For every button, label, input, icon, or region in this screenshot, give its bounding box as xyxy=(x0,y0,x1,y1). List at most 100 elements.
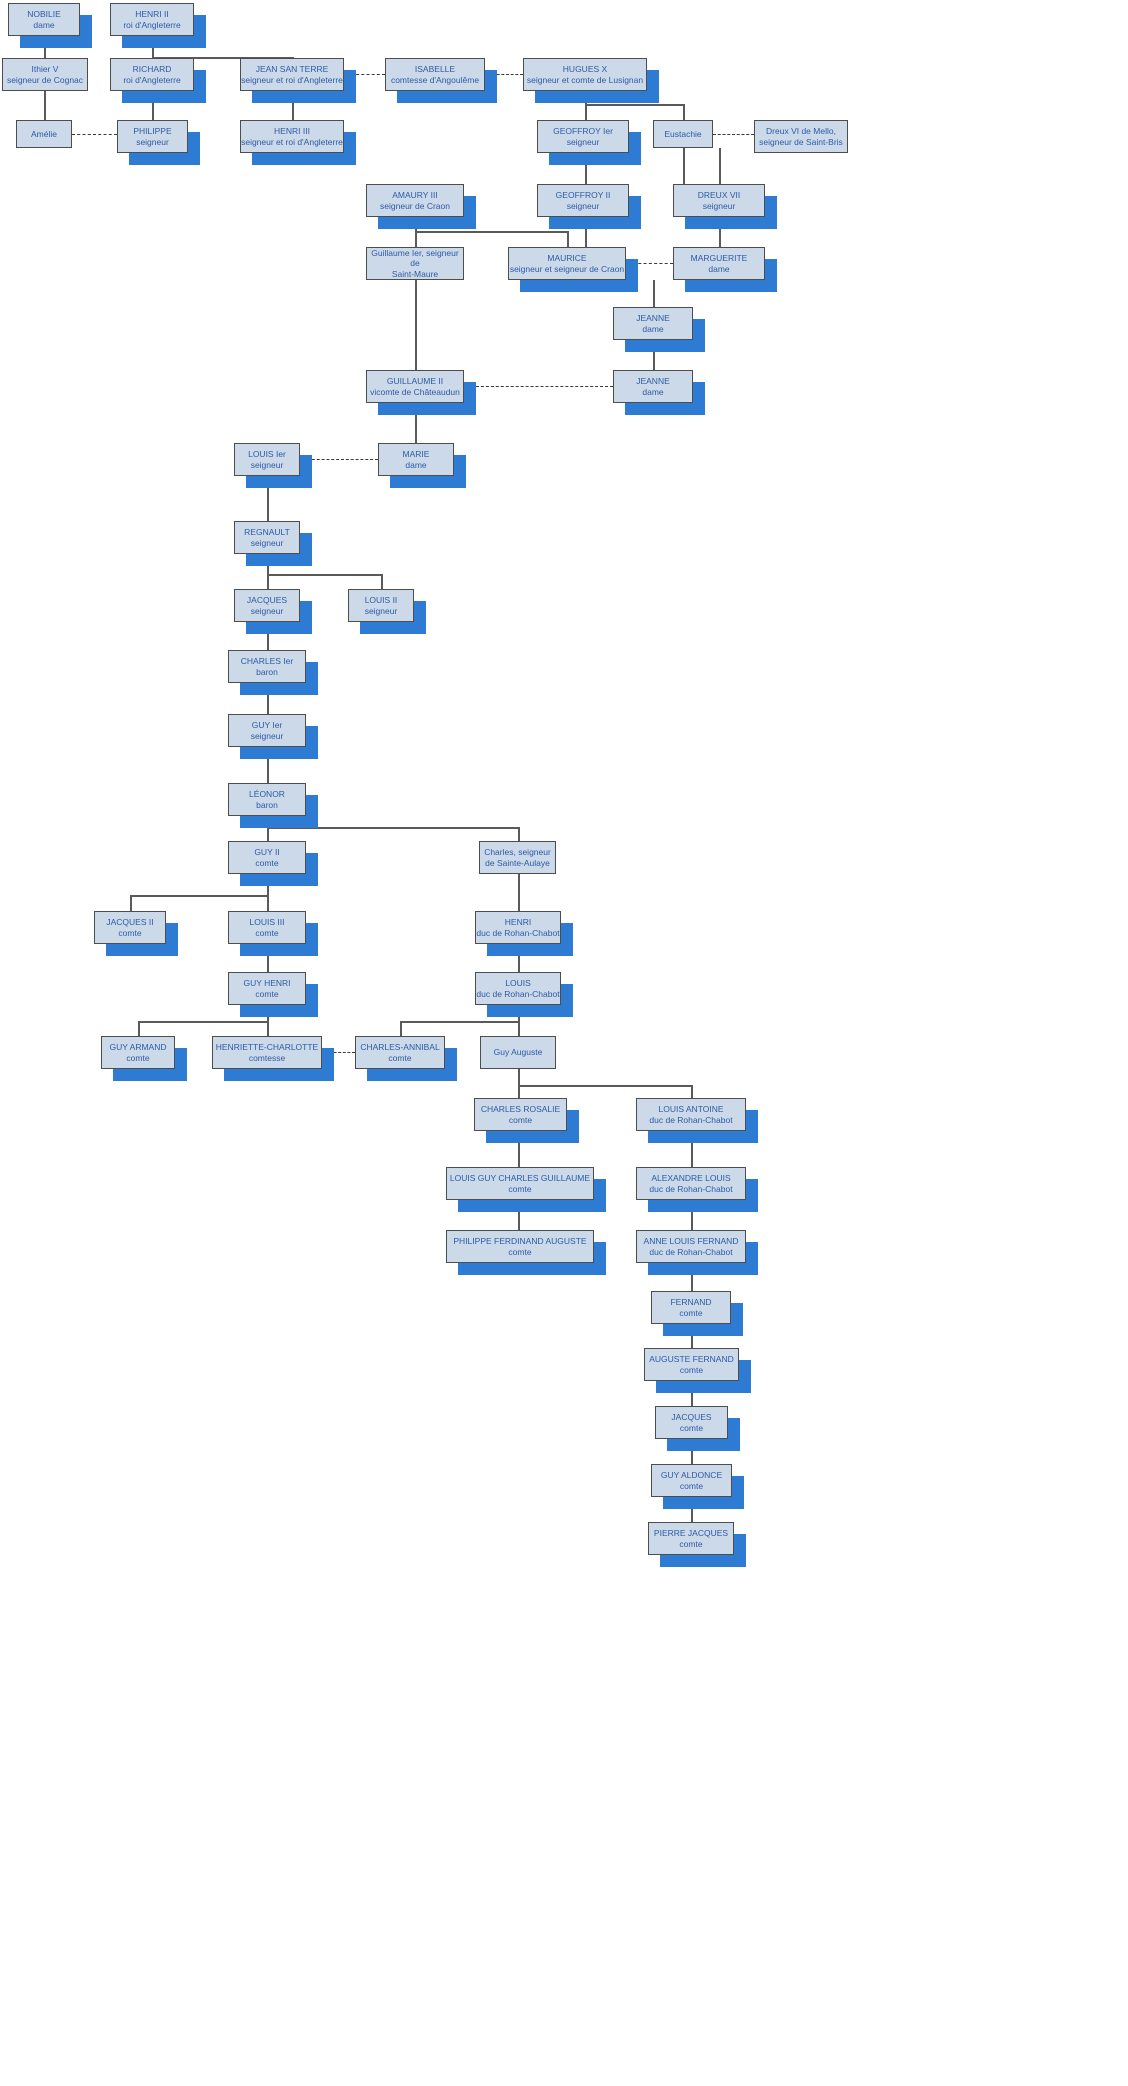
person-node-guyauguste[interactable]: Guy Auguste xyxy=(480,1036,556,1069)
connector-line xyxy=(719,148,721,184)
person-name: Dreux VI de Mello, xyxy=(766,125,836,136)
connector-line xyxy=(267,816,269,841)
person-name: GEOFFROY Ier xyxy=(553,125,613,136)
person-title: seigneur de Craon xyxy=(380,200,450,211)
connector-line xyxy=(719,217,721,247)
person-name: AMAURY III xyxy=(392,189,438,200)
person-name: GUY Ier xyxy=(251,719,283,730)
connector-line xyxy=(415,403,417,443)
person-title: seigneur et roi d'Angleterre xyxy=(241,136,343,147)
person-title: seigneur xyxy=(136,136,169,147)
person-title: comte xyxy=(508,1246,532,1257)
person-title: seigneur et seigneur de Craon xyxy=(509,263,625,274)
person-name: JEAN SAN TERRE xyxy=(255,63,329,74)
person-title: comte xyxy=(118,927,142,938)
person-name: AUGUSTE FERNAND xyxy=(649,1353,734,1364)
connector-line xyxy=(400,1021,518,1023)
connector-line xyxy=(130,895,267,897)
person-title: duc de Rohan-Chabot xyxy=(476,927,560,938)
person-name: JACQUES II xyxy=(106,916,154,927)
connector-line xyxy=(518,874,520,911)
connector-line xyxy=(267,1021,269,1036)
person-node-amelie[interactable]: Amélie xyxy=(16,120,72,148)
person-name: GUY ALDONCE xyxy=(660,1469,723,1480)
person-title: duc de Rohan-Chabot xyxy=(649,1246,733,1257)
connector-line xyxy=(691,1497,693,1522)
person-name: NOBILIE xyxy=(27,8,61,19)
connector-line xyxy=(267,874,269,911)
person-name: HENRI II xyxy=(135,8,169,19)
marriage-link xyxy=(351,74,385,75)
connector-line xyxy=(691,1200,693,1230)
connector-line xyxy=(152,91,154,120)
person-name: RICHARD xyxy=(132,63,172,74)
person-title: seigneur xyxy=(702,200,736,211)
person-name: GEOFFROY II xyxy=(555,189,611,200)
marriage-link xyxy=(471,386,613,387)
connector-line xyxy=(292,91,294,120)
person-title: comte xyxy=(255,857,279,868)
person-node-eustachie[interactable]: Eustachie xyxy=(653,120,713,148)
connector-line xyxy=(400,1021,402,1036)
person-name: ISABELLE xyxy=(414,63,456,74)
person-name: REGNAULT xyxy=(244,526,290,537)
connector-line xyxy=(381,574,383,589)
person-title: seigneur xyxy=(250,459,284,470)
person-title: comte xyxy=(508,1114,533,1125)
person-name: LOUIS xyxy=(505,977,531,988)
person-name: PIERRE JACQUES xyxy=(653,1527,729,1538)
person-name: CHARLES Ier xyxy=(240,655,294,666)
person-node-dreux6[interactable]: Dreux VI de Mello,seigneur de Saint-Bris xyxy=(754,120,848,153)
connector-line xyxy=(292,57,294,58)
connector-line xyxy=(585,104,683,106)
